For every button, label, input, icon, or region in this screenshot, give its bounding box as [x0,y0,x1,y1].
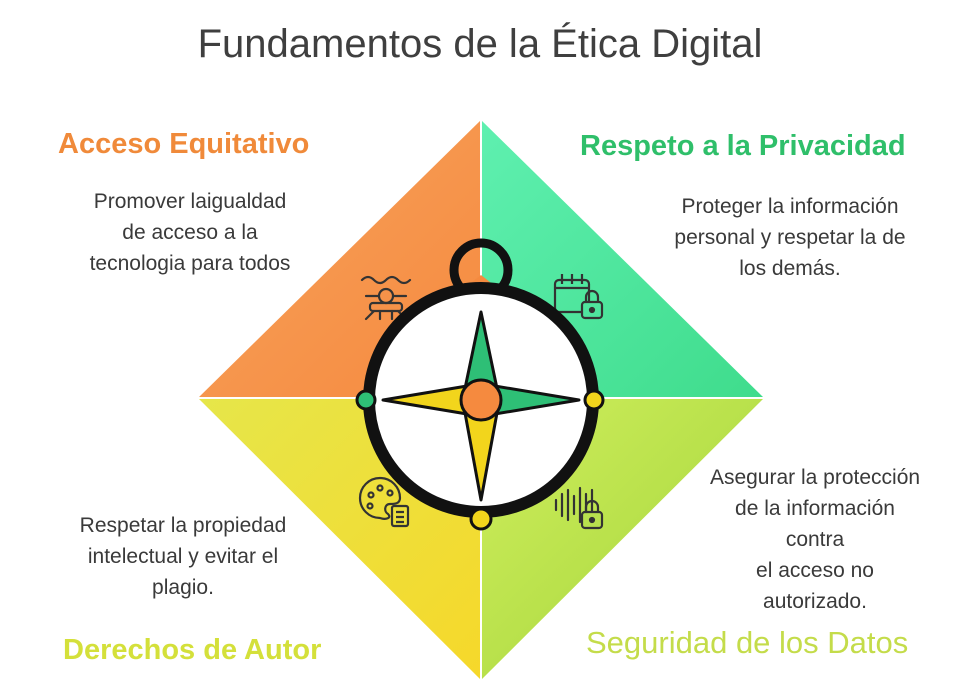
heading-acceso-equitativo: Acceso Equitativo [58,128,310,160]
description-line: Promover laigualdad [93,190,287,213]
description-seguridad: Asegurar la protección de la información… [690,462,940,617]
description-line: los demás. [739,257,841,280]
heading-derechos-autor: Derechos de Autor [63,634,322,666]
description-acceso: Promover laigualdad de acceso a la tecno… [60,186,320,279]
description-line: de la información [735,497,895,520]
description-line: plagio. [152,576,214,599]
calendar-lock-icon [553,274,604,320]
people-network-icon [360,275,412,321]
heading-seguridad-datos: Seguridad de los Datos [586,625,909,660]
page-title: Fundamentos de la Ética Digital [197,22,763,66]
soundwave-lock-icon [554,486,604,530]
heading-respeto-privacidad: Respeto a la Privacidad [580,130,906,162]
description-privacidad: Proteger la información personal y respe… [655,191,925,284]
description-line: el acceso no [756,559,874,582]
description-line: de acceso a la [122,221,258,244]
compass-icon [355,238,605,531]
description-line: tecnologia para todos [89,252,291,275]
description-line: intelectual y evitar el [87,545,279,568]
description-line: Asegurar la protección [709,466,921,489]
description-line: autorizado. [763,590,867,613]
description-line: personal y respetar la de [674,226,906,249]
description-autor: Respetar la propiedad intelectual y evit… [58,510,308,603]
description-line: Proteger la información [681,195,899,218]
description-line: contra [785,528,845,551]
palette-icon [358,476,410,528]
description-line: Respetar la propiedad [79,514,287,537]
